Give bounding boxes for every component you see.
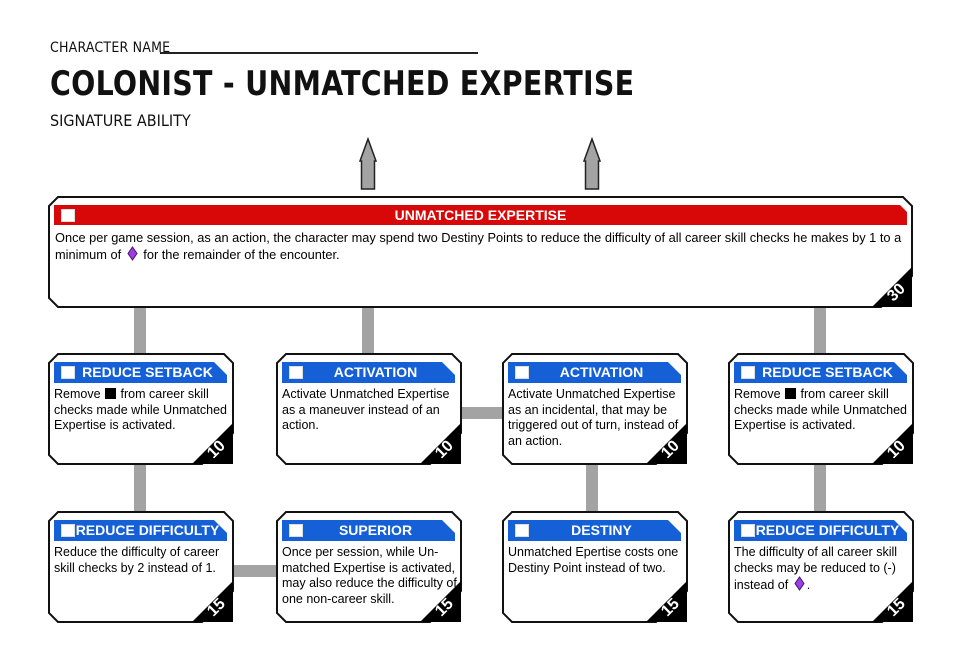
character-name-input[interactable] <box>160 52 478 54</box>
card-title: REDUCE DIFFICULTY <box>75 522 220 538</box>
difficulty-die-icon <box>794 576 805 591</box>
card-description: Once per game session, as an action, the… <box>55 230 907 263</box>
card-title: ACTIVATION <box>333 364 418 380</box>
card-title: UNMATCHED EXPERTISE <box>394 207 567 223</box>
card-description: Activate Unmatched Expertise as an incid… <box>508 387 684 449</box>
card-title-bar: DESTINY <box>508 520 681 541</box>
talent-card-reduce-setback[interactable]: REDUCE SETBACK Remove from career skill c… <box>728 353 914 465</box>
card-description-text: Once per game session, as an action, the… <box>55 230 902 245</box>
setback-die-icon <box>785 388 797 399</box>
card-title: SUPERIOR REDUCTION <box>333 522 418 558</box>
card-title: REDUCE SETBACK <box>762 364 893 380</box>
connector-line <box>134 464 146 512</box>
card-description-text: The difficulty of all career skill check… <box>734 545 898 592</box>
card-title: DESTINY <box>571 522 632 538</box>
card-checkbox[interactable] <box>61 366 75 379</box>
card-description-text: Once per session, while Un-matched Exper… <box>282 545 457 606</box>
connector-line <box>814 307 826 355</box>
card-description-text: Remove <box>54 387 101 401</box>
card-title-bar: REDUCE DIFFICULTY <box>54 520 227 541</box>
card-description-text: Reduce the difficulty of career skill ch… <box>54 545 220 575</box>
card-description: Remove from career skill checks made whi… <box>54 387 230 434</box>
page-subtitle: SIGNATURE ABILITY <box>50 111 191 130</box>
connector-line <box>232 565 276 577</box>
upgrade-arrow-icon <box>358 136 378 190</box>
card-description-text: for the remainder of the encounter. <box>143 247 340 262</box>
card-checkbox[interactable] <box>741 366 755 379</box>
connector-line <box>586 464 598 512</box>
upgrade-arrow-icon <box>582 136 602 190</box>
card-checkbox[interactable] <box>289 524 303 537</box>
card-title-bar: ACTIVATION <box>508 362 681 383</box>
card-title-bar: ACTIVATION <box>282 362 455 383</box>
card-description: Activate Unmatched Expertise as a maneuv… <box>282 387 458 434</box>
card-description: Reduce the difficulty of career skill ch… <box>54 545 230 576</box>
character-name-label: CHARACTER NAME <box>50 40 171 56</box>
card-title-bar: REDUCE SETBACK <box>54 362 227 383</box>
talent-card-activation[interactable]: ACTIVATION Activate Unmatched Expertise a… <box>276 353 462 465</box>
talent-card-reduce-difficulty[interactable]: REDUCE DIFFICULTY The difficulty of all c… <box>728 511 914 623</box>
card-title: REDUCE SETBACK <box>82 364 213 380</box>
card-description: Remove from career skill checks made whi… <box>734 387 910 434</box>
card-title-bar: UNMATCHED EXPERTISE <box>54 205 907 225</box>
card-description-text: Activate Unmatched Expertise as a maneuv… <box>282 387 450 432</box>
card-checkbox[interactable] <box>515 524 529 537</box>
card-description-text: minimum of <box>55 247 122 262</box>
connector-line <box>460 407 504 419</box>
card-description: Unmatched Epertise costs one Destiny Poi… <box>508 545 684 576</box>
setback-die-icon <box>105 388 117 399</box>
talent-card-destiny[interactable]: DESTINY Unmatched Epertise costs one Dest… <box>502 511 688 623</box>
card-description-text: Unmatched Epertise costs one Destiny Poi… <box>508 545 679 575</box>
card-title: REDUCE DIFFICULTY <box>755 522 900 538</box>
card-checkbox[interactable] <box>515 366 529 379</box>
connector-line <box>362 307 374 355</box>
card-description-text: Activate Unmatched Expertise as an incid… <box>508 387 679 448</box>
card-title-bar: REDUCE SETBACK <box>734 362 907 383</box>
card-description-text: . <box>806 578 811 592</box>
card-title-bar: SUPERIOR REDUCTION <box>282 520 455 558</box>
difficulty-die-icon <box>127 246 138 261</box>
ability-card-main[interactable]: UNMATCHED EXPERTISE Once per game sessio… <box>48 196 913 308</box>
card-description-text: Remove <box>734 387 781 401</box>
card-checkbox[interactable] <box>741 524 755 537</box>
connector-line <box>814 464 826 512</box>
card-title-bar: REDUCE DIFFICULTY <box>734 520 907 541</box>
card-checkbox[interactable] <box>289 366 303 379</box>
talent-card-activation[interactable]: ACTIVATION Activate Unmatched Expertise a… <box>502 353 688 465</box>
page-title: COLONIST - UNMATCHED EXPERTISE <box>50 64 635 104</box>
talent-card-reduce-difficulty[interactable]: REDUCE DIFFICULTY Reduce the difficulty o… <box>48 511 234 623</box>
talent-card-reduce-setback[interactable]: REDUCE SETBACK Remove from career skill c… <box>48 353 234 465</box>
card-description: Once per session, while Un-matched Exper… <box>282 545 458 607</box>
card-description: The difficulty of all career skill check… <box>734 545 910 594</box>
card-description-text: from career skill checks made while Unma… <box>734 387 907 432</box>
card-checkbox[interactable] <box>61 209 75 222</box>
card-title: ACTIVATION <box>559 364 644 380</box>
connector-line <box>134 307 146 355</box>
card-checkbox[interactable] <box>61 524 75 537</box>
card-description-text: from career skill checks made while Unma… <box>54 387 227 432</box>
